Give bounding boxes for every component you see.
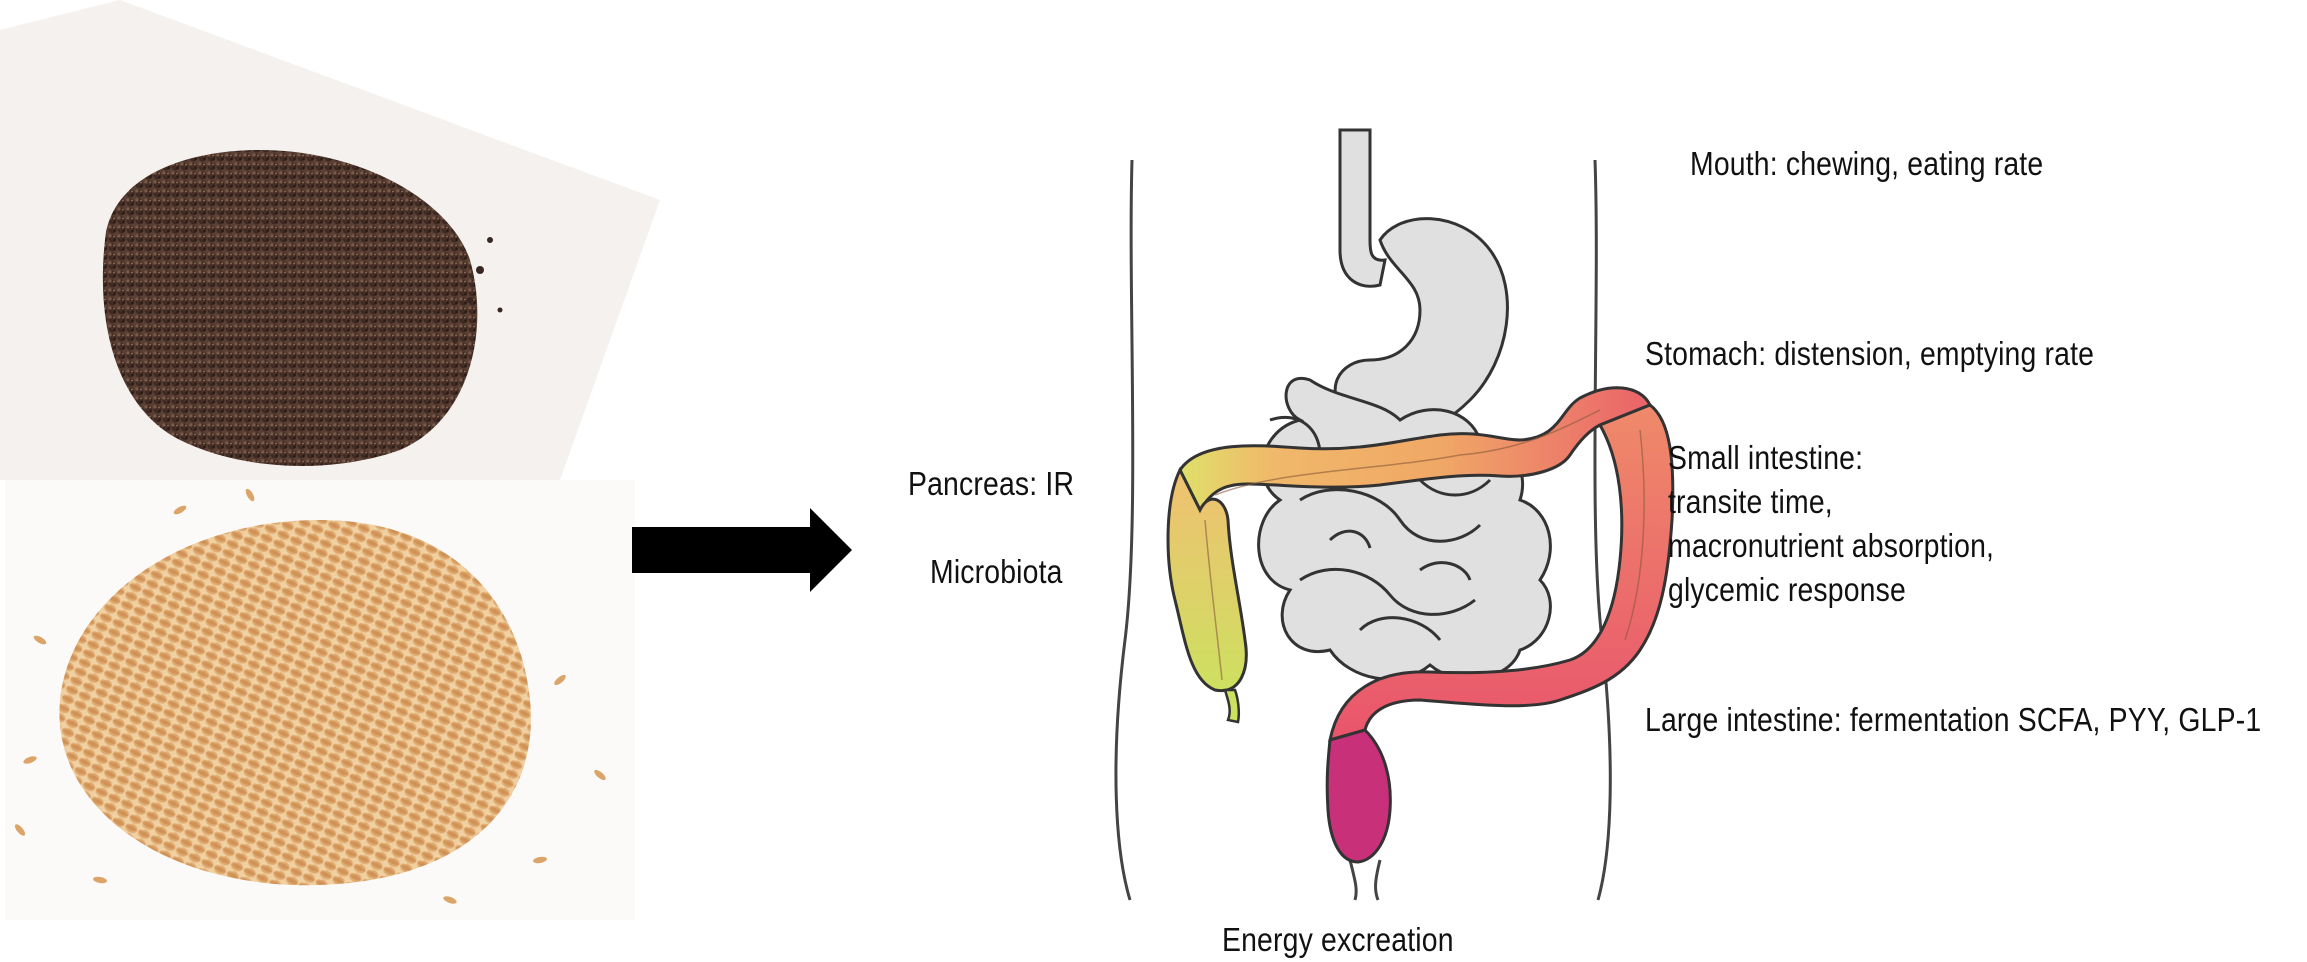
esophagus bbox=[1340, 130, 1385, 286]
large-intestine-label: Large intestine: fermentation SCFA, PYY,… bbox=[1645, 698, 2261, 742]
energy-excretion-label: Energy excreation bbox=[1222, 918, 1454, 962]
small-intestine-line-3: macronutrient absorption, bbox=[1668, 524, 1994, 568]
small-intestine bbox=[1259, 378, 1551, 679]
mouth-label: Mouth: chewing, eating rate bbox=[1690, 142, 2043, 186]
small-intestine-line-1: Small intestine: bbox=[1668, 436, 1994, 480]
pancreas-label: Pancreas: IR bbox=[908, 462, 1074, 506]
stomach-label: Stomach: distension, emptying rate bbox=[1645, 332, 2094, 376]
appendix bbox=[1225, 690, 1239, 722]
ascending-colon bbox=[1168, 470, 1246, 691]
microbiota-label: Microbiota bbox=[930, 550, 1063, 594]
rectum bbox=[1327, 730, 1390, 862]
small-intestine-line-2: transite time, bbox=[1668, 480, 1994, 524]
small-intestine-label: Small intestine: transite time, macronut… bbox=[1668, 436, 1994, 612]
small-intestine-line-4: glycemic response bbox=[1668, 568, 1994, 612]
